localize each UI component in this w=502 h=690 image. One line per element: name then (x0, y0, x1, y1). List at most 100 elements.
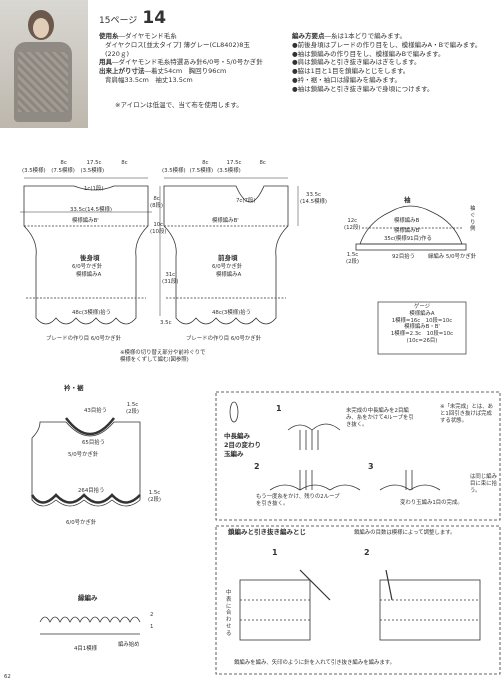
front-needle: 6/0号かぎ針 (212, 264, 243, 270)
stitch-frame (215, 391, 501, 521)
collar-pick-hem: 264目拾う (78, 488, 105, 494)
page-number: 62 (4, 674, 11, 680)
model-photo (0, 0, 88, 128)
collar-top-dims: 1.5c(2段) (126, 402, 140, 415)
sleeve-width: 35c(模様91目)作る (384, 236, 432, 242)
point-item: ●衿・裾・袖口は縁編みを編みます。 (292, 75, 402, 84)
point-item: ●肩は鎖編みと引き抜き編みはぎをします。 (292, 58, 421, 67)
sleeve-outline (359, 205, 463, 245)
front-neck: 7c(7段) (236, 198, 256, 204)
join-subtitle: 鎖編みの目数は模様によって調整します。 (354, 530, 456, 536)
gauge-row-1: 1模様=16c 10段=10c (391, 317, 453, 324)
front-top-counts: (3.5模様)(7.5模様)(3.5模様) (162, 168, 241, 174)
pattern-number: 14 (142, 8, 167, 28)
stitch-step-3: 変わり玉編み1目の完成。 (400, 500, 463, 506)
sleeve-pattern: 模様編みB (394, 218, 420, 224)
collar-hook-2: 6/0号かぎ針 (66, 520, 97, 526)
back-top-dims: 8c 17.5c 8c (32, 160, 156, 167)
stitch-num-1: 1 (276, 404, 282, 413)
size-text-1: 着丈54cm 胸回り96cm (151, 67, 227, 76)
dim-left: 8c (60, 160, 67, 166)
collar-hem-dims: 1.5c(2段) (148, 490, 162, 503)
edge-repeat: 4目1模様 (74, 646, 98, 652)
edge-start: 編み始め (118, 642, 140, 648)
collar-pick-inner: 65目拾う (82, 440, 106, 446)
front-pattern-b: 模様編みB' (212, 218, 239, 224)
sleeve-height: 12c(12段) (344, 218, 361, 231)
sleeve-cuff-note: 縁編み 5/0号かぎ針 (428, 254, 477, 260)
back-side: 10c(10段) (150, 222, 167, 235)
count-left: (3.5模様) (22, 168, 46, 174)
back-brade: ブレードの作り目 6/0号かぎ針 (46, 336, 122, 342)
yarn-detail: ダイヤクロス[並太タイプ] 薄グレー(CL8402)8玉 (105, 40, 250, 49)
back-neck: 1c(1段) (84, 186, 104, 192)
tools-label: 用具 (99, 58, 112, 67)
gauge-pattern: 模様編みA (409, 310, 435, 317)
page-header: 15ページ 14 (99, 8, 166, 28)
back-top-counts: (3.5模様) (7.5模様) (3.5模様) (22, 168, 104, 175)
point-item: ●袖は鎖編みと引き抜き編みで身頃につけます。 (292, 84, 434, 93)
back-pattern-b: 模様編みB' (72, 218, 99, 224)
stitch-num-3: 3 (368, 462, 374, 471)
front-hem-extra: 3.5c (160, 320, 172, 326)
point-item: ●脇は1目と1目を鎖編みとじをします。 (292, 67, 410, 76)
back-width: 33.5c(14.5模様) (70, 207, 112, 213)
count-right: (3.5模様) (80, 168, 105, 174)
dim-center: 17.5c (86, 160, 102, 166)
collar-pick-top: 43目拾う (84, 408, 108, 414)
join-num-2: 2 (364, 548, 370, 557)
join-bottom: 鎖編みを編み、矢印のように針を入れて引き抜き編みを編みます。 (234, 660, 396, 666)
stitch-step-1: 未完成の中長編みを2目編み、糸をかけて4ループを引き抜く。 (346, 408, 414, 428)
yarn-weight: (220ｇ) (105, 49, 129, 58)
gauge-row-2: 1模様=2.3c 10段=10c (390, 331, 454, 337)
count-center: (7.5模様) (51, 168, 75, 174)
gauge-box (377, 301, 467, 355)
front-brade: ブレードの作り目 6/0号かぎ針 (186, 336, 262, 342)
yarn-label: 使用糸 (99, 32, 119, 40)
page-label: 15ページ (99, 16, 138, 26)
join-frame (215, 525, 501, 675)
join-vertical: 中表に合わせる (226, 590, 232, 637)
stitch-step-2: もう一度糸をかけ、残りの2ループを引き抜く。 (256, 494, 340, 507)
size-text-2: 背肩幅33.5cm 袖丈13.5cm (105, 75, 193, 84)
points-heading: 編み方要点 (292, 32, 325, 40)
sleeve-cuff-pick: 92目拾う (392, 254, 416, 260)
edge-row-1: 1 (150, 624, 154, 630)
size-label: 出来上がり寸法 (99, 67, 145, 76)
points-heading-rest: 糸は1本どりで編みます。 (331, 32, 406, 40)
sleeve-side-label: 袖ぐり側 (470, 206, 476, 233)
back-title: 後身頃 (80, 254, 100, 262)
sleeve-cuff: 1.5c(2段) (346, 252, 360, 265)
front-pattern: 模様編みA (216, 272, 242, 278)
iron-note: ※アイロンは低温で、当て布を使用します。 (115, 100, 243, 109)
join-title: 鎖編みと引き抜き編みとじ (228, 528, 306, 536)
point-item: ●前後身頃はブレードの作り目をし、模様編みA・Bで編みます。 (292, 40, 482, 49)
back-note: ※模様の切り替え部分や前衿ぐりで 模様をくずして編む(図参照) (120, 350, 206, 363)
edge-title: 縁編み (78, 594, 98, 602)
sleeve-pattern2: 模様編みB' (394, 228, 421, 234)
back-hem: 48c(3模様)拾う (72, 310, 112, 316)
gauge-title: ゲージ (413, 304, 431, 310)
materials-block: 使用糸―ダイヤモンド毛糸 ダイヤクロス[並太タイプ] 薄グレー(CL8402)8… (99, 32, 263, 109)
front-title: 前身頃 (218, 254, 238, 262)
stitch-num-2: 2 (254, 462, 260, 471)
tools-text: ダイヤモンド毛糸特選あみ針6/0号・5/0号かぎ針 (118, 58, 263, 67)
yarn-name: ダイヤモンド毛糸 (125, 32, 177, 40)
back-armhole: 8c(8段) (150, 196, 164, 209)
gauge-content: ゲージ 模様編みA 1模様=16c 10段=10c 模様編みB・B' 1模様=2… (380, 304, 464, 345)
stitch-step-1-right: ※「未完成」とは、あと1回引き抜けば完成する状態。 (440, 404, 494, 424)
join-num-1: 1 (272, 548, 278, 557)
collar-title: 衿・裾 (64, 384, 84, 392)
gauge-row-3: (10c=26目) (406, 337, 438, 344)
dim-right: 8c (121, 160, 128, 166)
collar-body-outline (31, 421, 141, 507)
edge-row-2: 2 (150, 612, 154, 618)
collar-hook: 5/0号かぎ針 (68, 452, 99, 458)
back-pattern: 模様編みA (76, 272, 102, 278)
front-body-outline (163, 185, 289, 325)
back-needle: 6/0号かぎ針 (72, 264, 103, 270)
front-hem: 48c(3模様)拾う (212, 310, 252, 316)
